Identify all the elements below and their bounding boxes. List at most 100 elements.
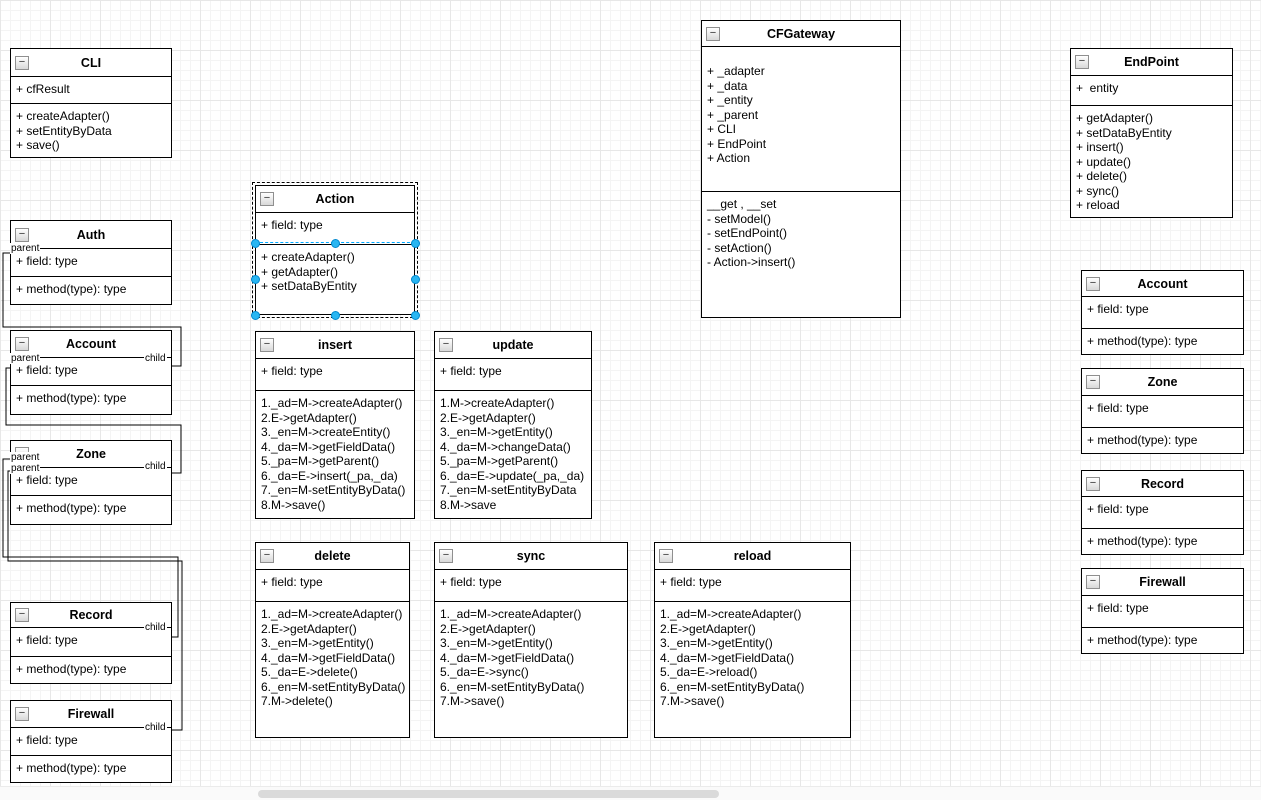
selection-handle-s[interactable] [331, 311, 340, 320]
class-box-firewall-left[interactable]: − Firewall + field: type + method(type):… [10, 700, 172, 783]
class-box-firewall-right[interactable]: − Firewall + field: type + method(type):… [1081, 568, 1244, 654]
class-box-account-left[interactable]: − Account + field: type + method(type): … [10, 330, 172, 415]
edge-label-parent[interactable]: parent [10, 452, 41, 463]
collapse-icon[interactable]: − [439, 338, 453, 352]
class-box-endpoint[interactable]: − EndPoint + entity + getAdapter()+ setD… [1070, 48, 1233, 218]
collapse-icon[interactable]: − [15, 608, 29, 622]
field-line: + _adapter [707, 64, 765, 78]
fields-compartment: + field: type [435, 358, 591, 390]
collapse-icon[interactable]: − [1086, 375, 1100, 389]
selection-handle-sw[interactable] [251, 311, 260, 320]
class-box-update[interactable]: − update + field: type 1.M->createAdapte… [434, 331, 592, 519]
class-title: delete [314, 549, 351, 563]
class-title: Account [1137, 276, 1188, 291]
class-title: CFGateway [766, 26, 836, 41]
methods-compartment: + method(type): type [1082, 427, 1243, 453]
class-box-sync[interactable]: − sync + field: type 1._ad=M->createAdap… [434, 542, 628, 738]
class-title: reload [733, 549, 772, 563]
collapse-icon[interactable]: − [15, 55, 29, 70]
class-title: Firewall [1139, 575, 1186, 589]
field-line: + cfResult [16, 82, 70, 96]
collapse-icon[interactable]: − [1086, 476, 1100, 491]
class-title-bar: − Account [11, 331, 171, 357]
collapse-icon[interactable]: − [659, 549, 673, 563]
edge-label-child[interactable]: child [144, 353, 167, 364]
scrollbar-thumb[interactable] [258, 790, 719, 798]
edge-label-child[interactable]: child [144, 722, 167, 733]
selection-handle-nw[interactable] [251, 239, 260, 248]
fields-compartment: + field: type [435, 569, 627, 601]
selection-handle-ne[interactable] [411, 239, 420, 248]
field-line: + field: type [1087, 601, 1149, 615]
collapse-icon[interactable]: − [1086, 276, 1100, 291]
class-title-bar: − update [435, 332, 591, 358]
collapse-icon[interactable]: − [260, 338, 274, 352]
field-line: + field: type [1087, 302, 1149, 316]
class-box-delete[interactable]: − delete + field: type 1._ad=M->createAd… [255, 542, 410, 738]
class-box-action[interactable]: − Action + field: type + createAdapter()… [255, 185, 415, 315]
collapse-icon[interactable]: − [260, 549, 274, 563]
method-line: + setDataByEntity [261, 279, 357, 293]
field-line: + field: type [1087, 502, 1149, 516]
class-box-zone-right[interactable]: − Zone + field: type + method(type): typ… [1081, 368, 1244, 454]
fields-compartment: + _adapter+ _data+ _entity+ _parent+ CLI… [702, 46, 900, 191]
collapse-icon[interactable]: − [1086, 575, 1100, 589]
collapse-icon[interactable]: − [706, 26, 720, 41]
field-line: + Action [707, 151, 751, 165]
method-line: + method(type): type [16, 662, 127, 676]
class-title: Zone [76, 447, 106, 461]
class-title: Firewall [67, 707, 115, 721]
edge-label-parent[interactable]: parent [10, 463, 41, 474]
edge-label-child[interactable]: child [144, 622, 167, 633]
class-box-record-left[interactable]: − Record + field: type + method(type): t… [10, 602, 172, 684]
horizontal-scrollbar[interactable] [0, 786, 1261, 800]
method-line: + method(type): type [1087, 534, 1198, 548]
collapse-icon[interactable]: − [15, 337, 29, 351]
method-line: 3._en=M->getEntity() [440, 636, 553, 650]
method-line: 4._da=M->getFieldData() [440, 650, 575, 665]
class-title-bar: − Action [256, 186, 414, 212]
method-line: 1._ad=M->createAdapter() [660, 607, 802, 621]
collapse-icon[interactable]: − [15, 707, 29, 721]
method-line: 2.E->getAdapter() [261, 410, 357, 425]
class-box-auth[interactable]: − Auth + field: type + method(type): typ… [10, 220, 172, 305]
class-box-cfgateway[interactable]: − CFGateway + _adapter+ _data+ _entity+ … [701, 20, 901, 318]
selection-handle-se[interactable] [411, 311, 420, 320]
class-title: insert [317, 338, 353, 352]
class-box-cli[interactable]: − CLI + cfResult + createAdapter()+ setE… [10, 48, 172, 158]
collapse-icon[interactable]: − [260, 192, 274, 206]
method-line: - setEndPoint() [707, 226, 788, 240]
edge-label-parent[interactable]: parent [10, 243, 41, 254]
method-line: 5._da=E->reload() [660, 665, 758, 679]
selection-handle-e[interactable] [411, 275, 420, 284]
methods-compartment: + method(type): type [1082, 328, 1243, 354]
selection-handle-w[interactable] [251, 275, 260, 284]
collapse-icon[interactable]: − [439, 549, 453, 563]
methods-compartment: + createAdapter()+ getAdapter()+ setData… [256, 244, 414, 314]
methods-compartment: 1._ad=M->createAdapter()2.E->getAdapter(… [655, 601, 850, 737]
method-line: 3._en=M->createEntity() [261, 425, 391, 439]
selection-handle-n[interactable] [331, 239, 340, 248]
method-line: 2.E->getAdapter() [440, 621, 536, 636]
method-line: 6._da=E->insert(_pa,_da) [261, 468, 398, 483]
collapse-icon[interactable]: − [15, 227, 29, 242]
class-box-reload[interactable]: − reload + field: type 1._ad=M->createAd… [654, 542, 851, 738]
method-line: + getAdapter() [261, 264, 339, 279]
method-line: 4._da=M->getFieldData() [261, 439, 396, 454]
collapse-icon[interactable]: − [1075, 55, 1089, 69]
edge-label-parent[interactable]: parent [10, 353, 41, 364]
class-box-insert[interactable]: − insert + field: type 1._ad=M->createAd… [255, 331, 415, 519]
methods-compartment: 1.M->createAdapter()2.E->getAdapter()3._… [435, 390, 591, 518]
method-line: 6._en=M-setEntityByData() [660, 679, 805, 694]
method-line: + insert() [1076, 140, 1124, 154]
edge-label-child[interactable]: child [144, 461, 167, 472]
method-line: 1._ad=M->createAdapter() [440, 607, 582, 621]
class-title-bar: − Firewall [11, 701, 171, 727]
class-box-zone-left[interactable]: − Zone + field: type + method(type): typ… [10, 440, 172, 525]
class-box-record-right[interactable]: − Record + field: type + method(type): t… [1081, 470, 1244, 555]
class-title: EndPoint [1124, 55, 1179, 69]
method-line: + createAdapter() [261, 250, 355, 264]
class-title: Action [315, 192, 355, 206]
class-box-account-right[interactable]: − Account + field: type + method(type): … [1081, 270, 1244, 355]
